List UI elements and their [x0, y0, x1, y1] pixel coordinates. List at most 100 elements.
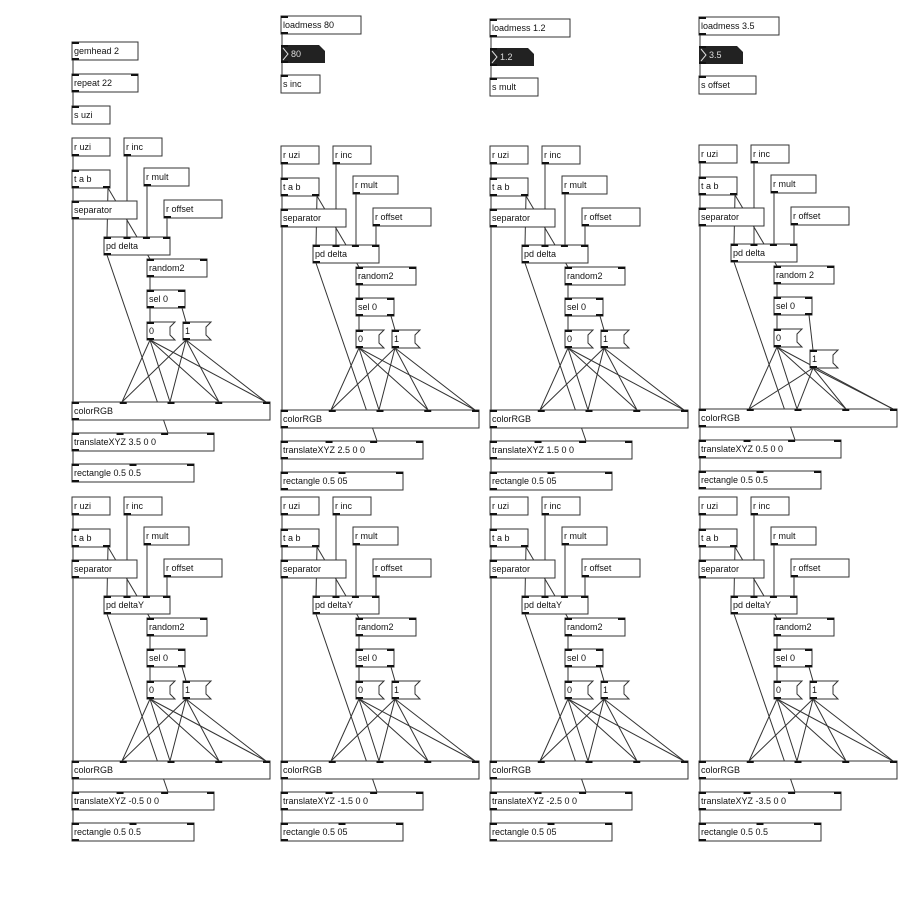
outlet[interactable]	[490, 545, 497, 547]
colorrgb-object[interactable]: colorRGB	[71, 401, 271, 421]
inlet[interactable]	[372, 245, 379, 247]
patch-cord[interactable]	[539, 698, 605, 762]
outlet[interactable]	[313, 261, 320, 263]
message-1[interactable]: 1	[809, 349, 840, 369]
inlet[interactable]	[565, 298, 572, 300]
patch-cord[interactable]	[603, 347, 638, 411]
inlet[interactable]	[794, 761, 802, 763]
random-object[interactable]: random2	[564, 266, 626, 286]
outlet[interactable]	[699, 62, 706, 64]
outlet[interactable]	[774, 634, 781, 636]
patch-cord[interactable]	[390, 666, 396, 682]
outlet[interactable]	[281, 162, 288, 164]
outlet[interactable]	[104, 253, 111, 255]
inlet[interactable]	[338, 472, 346, 474]
outlet[interactable]	[490, 35, 497, 37]
outlet[interactable]	[699, 839, 706, 841]
outlet[interactable]	[699, 576, 706, 578]
trigger-object[interactable]: t a b	[698, 176, 738, 196]
inlet[interactable]	[387, 298, 394, 300]
patch-cord[interactable]	[358, 698, 476, 762]
patch-cord[interactable]	[185, 698, 220, 762]
patch-cord[interactable]	[587, 347, 605, 411]
outlet[interactable]	[147, 275, 154, 277]
patch-cord[interactable]	[149, 339, 171, 403]
inlet[interactable]	[325, 792, 333, 794]
outlet[interactable]	[353, 192, 360, 194]
inlet[interactable]	[356, 298, 363, 300]
inlet[interactable]	[769, 244, 777, 246]
outlet[interactable]	[565, 697, 572, 699]
receive-mult-object[interactable]: r mult	[770, 526, 817, 546]
patch-cord[interactable]	[776, 698, 798, 762]
inlet[interactable]	[72, 201, 79, 203]
loadmess-object[interactable]: loadmess 1.2	[489, 18, 571, 38]
outlet[interactable]	[490, 225, 497, 227]
patch-cord[interactable]	[567, 347, 589, 411]
inlet[interactable]	[547, 472, 555, 474]
inlet[interactable]	[167, 402, 175, 404]
inlet[interactable]	[281, 792, 288, 794]
inlet[interactable]	[788, 792, 796, 794]
inlet[interactable]	[424, 410, 432, 412]
patch-cord[interactable]	[567, 698, 685, 762]
inlet[interactable]	[522, 596, 529, 598]
message-1[interactable]: 1	[182, 321, 213, 341]
outlet[interactable]	[147, 665, 154, 667]
separator-object[interactable]: separator	[280, 208, 347, 228]
patch-cord[interactable]	[812, 367, 894, 410]
random-object[interactable]: random2	[146, 617, 208, 637]
rectangle-object[interactable]: rectangle 0.5 0.5	[71, 822, 195, 842]
inlet[interactable]	[356, 330, 363, 332]
outlet[interactable]	[601, 346, 608, 348]
outlet[interactable]	[333, 162, 340, 164]
colorrgb-object[interactable]: colorRGB	[280, 409, 480, 429]
separator-object[interactable]: separator	[698, 559, 765, 579]
receive-inc-object[interactable]: r inc	[541, 145, 581, 165]
outlet[interactable]	[72, 217, 79, 219]
inlet[interactable]	[565, 267, 572, 269]
receive-offset-object[interactable]: r offset	[581, 558, 641, 578]
outlet[interactable]	[356, 346, 363, 348]
inlet[interactable]	[416, 441, 423, 443]
patch-cord[interactable]	[603, 698, 638, 762]
patch-cord[interactable]	[808, 314, 814, 351]
trigger-object[interactable]: t a b	[71, 528, 111, 548]
colorrgb-object[interactable]: colorRGB	[71, 760, 271, 780]
outlet[interactable]	[521, 194, 528, 196]
patch-cord[interactable]	[378, 347, 396, 411]
inlet[interactable]	[890, 761, 897, 763]
separator-object[interactable]: separator	[71, 200, 138, 220]
receive-uzi-object[interactable]: r uzi	[280, 145, 320, 165]
inlet[interactable]	[565, 330, 572, 332]
outlet[interactable]	[774, 697, 781, 699]
outlet[interactable]	[183, 338, 190, 340]
outlet[interactable]	[356, 314, 363, 316]
inlet[interactable]	[163, 596, 170, 598]
receive-offset-object[interactable]: r offset	[790, 558, 850, 578]
inlet[interactable]	[699, 208, 706, 210]
inlet[interactable]	[178, 649, 185, 651]
receive-uzi-object[interactable]: r uzi	[698, 496, 738, 516]
outlet[interactable]	[72, 480, 79, 482]
outlet[interactable]	[72, 545, 79, 547]
inlet[interactable]	[332, 596, 340, 598]
outlet[interactable]	[490, 808, 497, 810]
patch-cord[interactable]	[599, 666, 605, 682]
inlet[interactable]	[131, 74, 138, 76]
inlet[interactable]	[328, 761, 336, 763]
inlet[interactable]	[834, 792, 841, 794]
patch-cord[interactable]	[390, 315, 396, 331]
number-box[interactable]: 3.5	[699, 46, 743, 64]
receive-offset-object[interactable]: r offset	[163, 199, 223, 219]
outlet[interactable]	[103, 186, 110, 188]
outlet[interactable]	[387, 314, 394, 316]
patch-cord[interactable]	[169, 339, 187, 403]
separator-object[interactable]: separator	[71, 559, 138, 579]
rectangle-object[interactable]: rectangle 0.5 05	[280, 822, 404, 842]
patch-cord[interactable]	[169, 698, 187, 762]
inlet[interactable]	[263, 402, 270, 404]
colorrgb-object[interactable]: colorRGB	[280, 760, 480, 780]
patch-cord[interactable]	[603, 698, 685, 762]
inlet[interactable]	[281, 823, 288, 825]
